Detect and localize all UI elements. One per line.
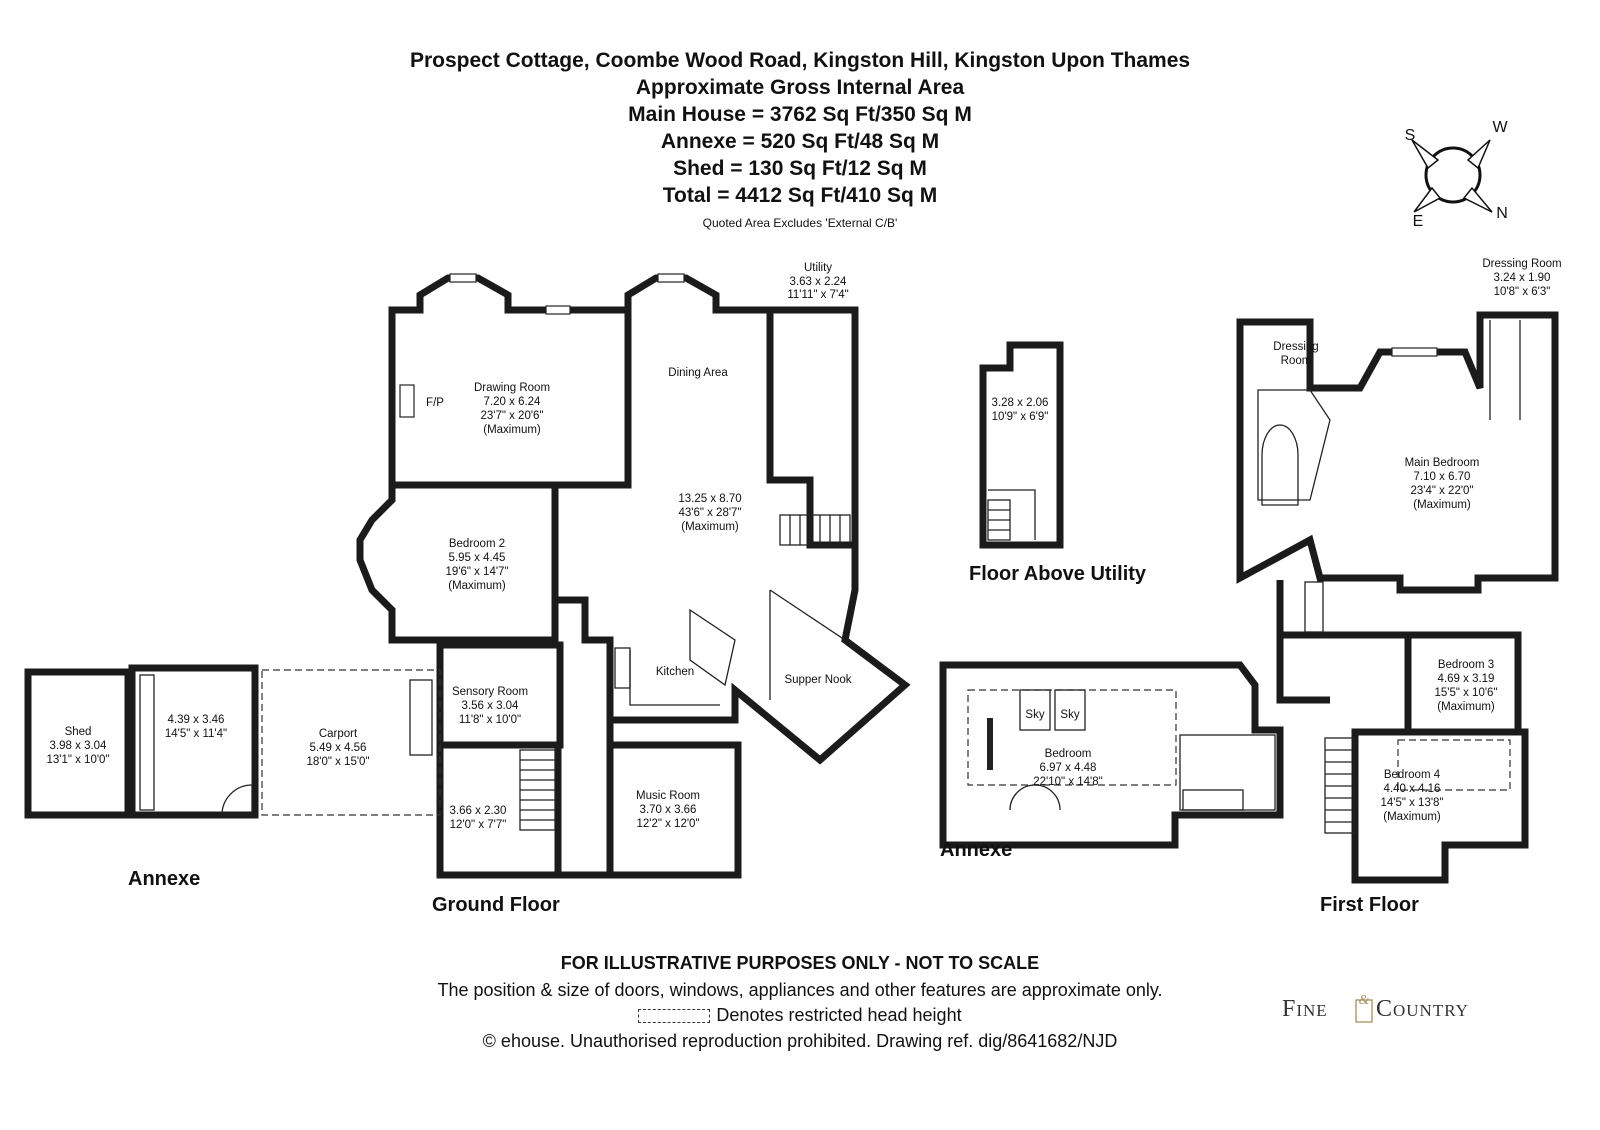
floor-above-utility-label: Floor Above Utility <box>969 563 1147 585</box>
annexe-ground-label: Annexe <box>128 868 200 890</box>
dressing-room-m: 3.24 x 1.90 <box>1494 272 1551 284</box>
ground-floor-plan <box>24 273 911 879</box>
floor-above-utility-plan <box>979 341 1064 549</box>
main-bedroom-m: 7.10 x 6.70 <box>1414 471 1471 483</box>
logo-amp: & <box>1359 993 1370 1008</box>
carport-ft: 18'0" x 15'0" <box>306 756 369 768</box>
main-house-area: Main House = 3762 Sq Ft/350 Sq M <box>628 103 972 126</box>
main-bedroom-name: Main Bedroom <box>1405 457 1480 469</box>
legend-text: Denotes restricted head height <box>716 1005 962 1025</box>
drawing-room-extra: (Maximum) <box>483 424 541 436</box>
logo-country: Country <box>1376 996 1469 1022</box>
compass-w: W <box>1492 119 1508 136</box>
dining-ft: 43'6" x 28'7" <box>678 507 741 519</box>
compass-e: E <box>1413 213 1424 230</box>
carport-m: 5.49 x 4.56 <box>310 742 367 754</box>
skylight-2: Sky <box>1060 709 1079 721</box>
bedroom4-m: 4.40 x 4.16 <box>1384 783 1441 795</box>
drawing-room-ft: 23'7" x 20'6" <box>480 410 543 422</box>
shed-name: Shed <box>65 726 92 738</box>
study-ft: 12'0" x 7'7" <box>450 819 507 831</box>
dining-m: 13.25 x 8.70 <box>678 493 741 505</box>
annexe-ground-ft: 14'5" x 11'4" <box>165 728 227 740</box>
area-note: Quoted Area Excludes 'External C/B' <box>702 216 898 230</box>
annexe-area: Annexe = 520 Sq Ft/48 Sq M <box>660 130 940 153</box>
dining-area-label: Dining Area <box>668 367 728 379</box>
annexe-first-floor-plan <box>939 661 1284 849</box>
bedroom2-extra: (Maximum) <box>448 580 506 592</box>
supper-nook-label: Supper Nook <box>784 674 851 686</box>
disclaimer-text: The position & size of doors, windows, a… <box>437 980 1163 1000</box>
sensory-room-name: Sensory Room <box>452 686 528 698</box>
annexe-bedroom-m: 6.97 x 4.48 <box>1040 762 1097 774</box>
bedroom3-ft: 15'5" x 10'6" <box>1434 687 1497 699</box>
music-room-name: Music Room <box>636 790 700 802</box>
compass-icon: S W E N <box>1405 119 1509 230</box>
utility-name: Utility <box>804 262 832 274</box>
fine-country-logo: Fine & Country <box>1282 990 1492 1030</box>
music-room-m: 3.70 x 3.66 <box>640 804 697 816</box>
sensory-room-m: 3.56 x 3.04 <box>462 700 520 712</box>
first-floor-plan <box>1236 311 1559 884</box>
disclaimer-title: FOR ILLUSTRATIVE PURPOSES ONLY - NOT TO … <box>560 953 1040 973</box>
drawing-room-name: Drawing Room <box>474 382 550 394</box>
bedroom3-extra: (Maximum) <box>1437 701 1495 713</box>
bedroom4-name: Bedroom 4 <box>1384 769 1441 781</box>
bedroom2-name: Bedroom 2 <box>449 538 505 550</box>
compass-s: S <box>1405 127 1416 144</box>
dressing-room-ft: 10'8" x 6'3" <box>1494 286 1551 298</box>
logo-fine: Fine <box>1282 996 1328 1022</box>
main-bedroom-ft: 23'4" x 22'0" <box>1410 485 1473 497</box>
total-area: Total = 4412 Sq Ft/410 Sq M <box>662 184 938 207</box>
above-utility-m: 3.28 x 2.06 <box>992 397 1049 409</box>
bedroom4-extra: (Maximum) <box>1383 811 1441 823</box>
ground-floor-label: Ground Floor <box>432 894 560 916</box>
fireplace-label: F/P <box>426 397 444 409</box>
bedroom3-name: Bedroom 3 <box>1438 659 1494 671</box>
skylight-1: Sky <box>1025 709 1044 721</box>
restricted-height-swatch <box>638 1009 711 1024</box>
sensory-room-ft: 11'8" x 10'0" <box>459 714 521 726</box>
address-title: Prospect Cottage, Coombe Wood Road, King… <box>409 49 1191 72</box>
dressing-room-small-l1: Dressing <box>1273 341 1318 353</box>
utility-ft: 11'11" x 7'4" <box>787 289 848 301</box>
area-title: Approximate Gross Internal Area <box>635 76 965 99</box>
shed-ft: 13'1" x 10'0" <box>46 754 109 766</box>
above-utility-ft: 10'9" x 6'9" <box>992 411 1049 423</box>
music-room-ft: 12'2" x 12'0" <box>636 818 699 830</box>
shed-area: Shed = 130 Sq Ft/12 Sq M <box>673 157 927 180</box>
compass-n: N <box>1496 205 1508 222</box>
shed-m: 3.98 x 3.04 <box>50 740 108 752</box>
annexe-ground-m: 4.39 x 3.46 <box>168 714 225 726</box>
drawing-room-m: 7.20 x 6.24 <box>484 396 542 408</box>
annexe-bedroom-ft: 22'10" x 14'8" <box>1033 776 1102 788</box>
annexe-first-label: Annexe <box>940 839 1012 861</box>
bedroom4-ft: 14'5" x 13'8" <box>1380 797 1443 809</box>
dining-extra: (Maximum) <box>681 521 739 533</box>
bedroom3-m: 4.69 x 3.19 <box>1438 673 1495 685</box>
dressing-room-small-l2: Room <box>1281 355 1312 367</box>
main-bedroom-extra: (Maximum) <box>1413 499 1471 511</box>
bedroom2-ft: 19'6" x 14'7" <box>445 566 508 578</box>
carport-name: Carport <box>319 728 358 740</box>
bedroom2-m: 5.95 x 4.45 <box>449 552 506 564</box>
legend-line: Denotes restricted head height <box>0 1005 1600 1026</box>
kitchen-label: Kitchen <box>656 666 694 678</box>
annexe-bedroom-name: Bedroom <box>1045 748 1092 760</box>
copyright-text: © ehouse. Unauthorised reproduction proh… <box>482 1031 1118 1051</box>
study-m: 3.66 x 2.30 <box>450 805 507 817</box>
dressing-room-name: Dressing Room <box>1482 258 1561 270</box>
first-floor-label: First Floor <box>1320 894 1419 916</box>
utility-m: 3.63 x 2.24 <box>790 276 848 288</box>
